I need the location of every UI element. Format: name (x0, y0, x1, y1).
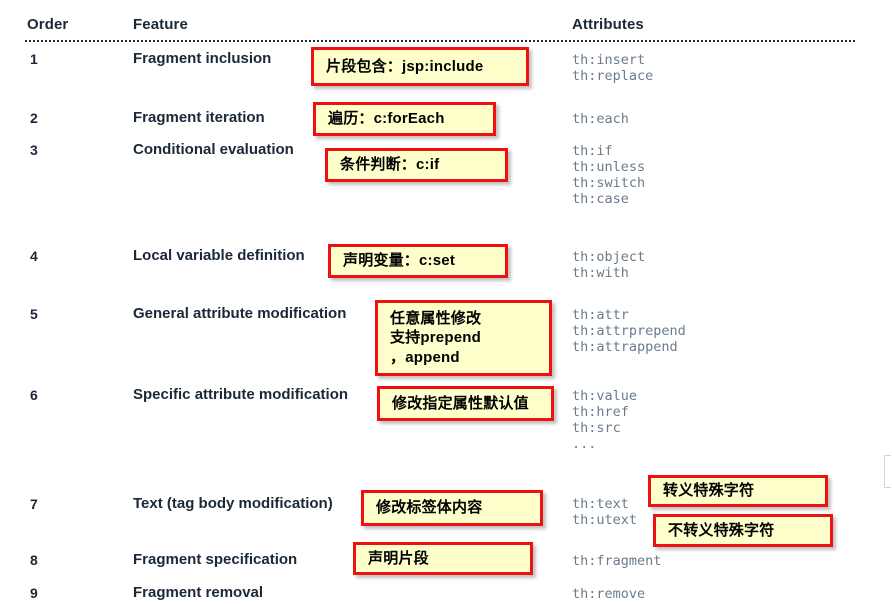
feature-cell-9: Fragment removal (133, 584, 264, 601)
feature-cell-8: Fragment specification (133, 551, 298, 568)
annotation-fragment-spec: 声明片段 (353, 542, 533, 575)
attribute-cell-7: th:text th:utext (572, 496, 638, 528)
order-cell-6: 6 (30, 387, 38, 403)
order-cell-5: 5 (30, 306, 38, 322)
order-cell-3: 3 (30, 142, 38, 158)
annotation-fragment-inclusion: 片段包含：jsp:include (311, 47, 529, 86)
feature-cell-3: Conditional evaluation (133, 141, 294, 158)
feature-cell-2: Fragment iteration (133, 109, 265, 126)
attribute-cell-2: th:each (572, 111, 629, 127)
annotation-escape: 转义特殊字符 (648, 475, 828, 507)
feature-cell-5: General attribute modification (133, 305, 347, 322)
annotation-local-variable: 声明变量：c:set (328, 244, 508, 278)
annotation-fragment-iteration: 遍历：c:forEach (313, 102, 496, 136)
attribute-cell-6: th:value th:href th:src ... (572, 388, 638, 452)
column-header-attributes: Attributes (572, 16, 644, 33)
attribute-cell-4: th:object th:with (572, 249, 646, 281)
header-divider (25, 40, 855, 42)
feature-cell-1: Fragment inclusion (133, 50, 272, 67)
order-cell-1: 1 (30, 51, 38, 67)
annotation-no-escape: 不转义特殊字符 (653, 514, 833, 547)
attribute-cell-5: th:attr th:attrprepend th:attrappend (572, 307, 686, 355)
order-cell-7: 7 (30, 496, 38, 512)
attribute-cell-3: th:if th:unless th:switch th:case (572, 143, 646, 207)
feature-cell-4: Local variable definition (133, 247, 305, 264)
attribute-cell-1: th:insert th:replace (572, 52, 654, 84)
order-cell-9: 9 (30, 585, 38, 601)
annotation-specific-attribute: 修改指定属性默认值 (377, 386, 554, 421)
feature-cell-6: Specific attribute modification (133, 386, 349, 403)
order-cell-8: 8 (30, 552, 38, 568)
attribute-cell-9: th:remove (572, 586, 646, 602)
column-header-order: Order (27, 16, 69, 33)
order-cell-4: 4 (30, 248, 38, 264)
attribute-cell-8: th:fragment (572, 553, 662, 569)
scrollbar-remnant[interactable] (884, 455, 891, 488)
annotation-text-body: 修改标签体内容 (361, 490, 543, 526)
column-header-feature: Feature (133, 16, 188, 33)
annotation-general-attribute: 任意属性修改 支持prepend ，append (375, 300, 552, 376)
annotation-conditional: 条件判断：c:if (325, 148, 508, 182)
order-cell-2: 2 (30, 110, 38, 126)
feature-cell-7: Text (tag body modification) (133, 495, 333, 512)
